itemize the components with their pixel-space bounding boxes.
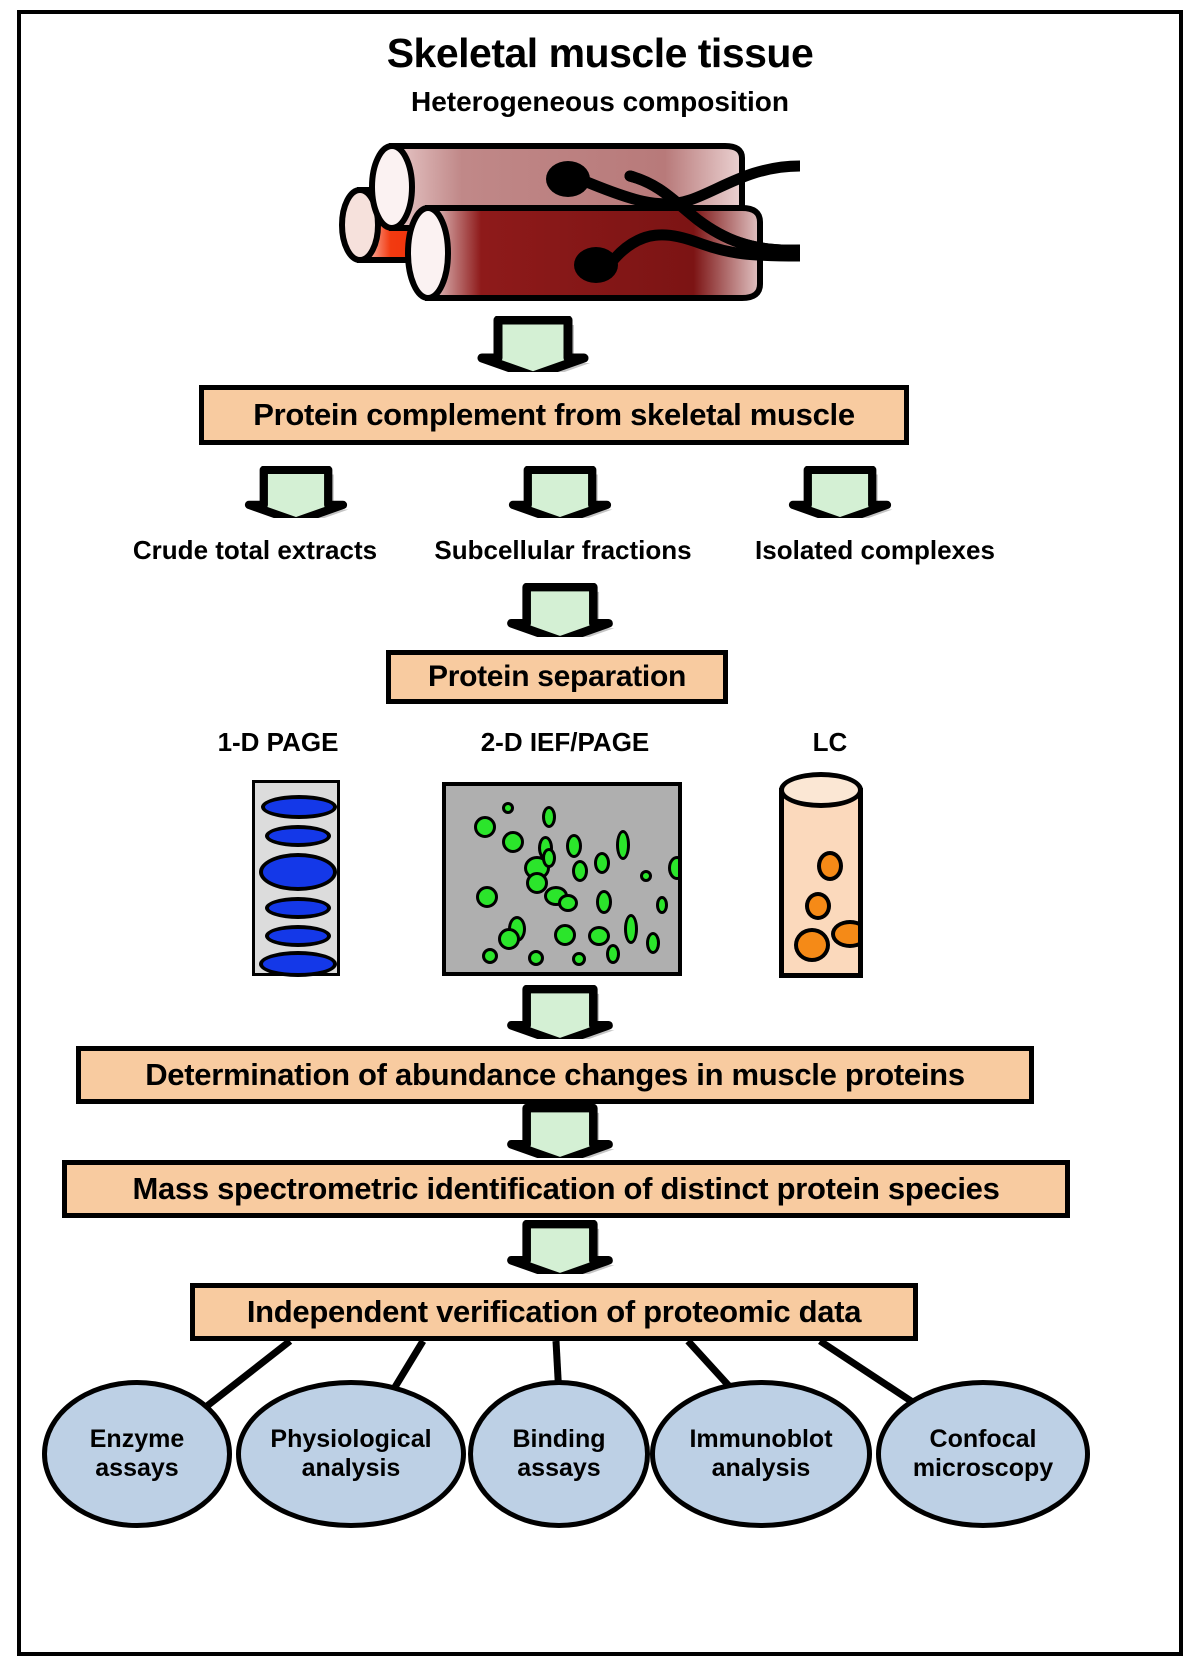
gel-spot (624, 914, 638, 944)
branch-label-crude-extracts: Crude total extracts (132, 535, 378, 565)
oval-immunoblot-analysis[interactable]: Immunoblot analysis (650, 1380, 872, 1528)
gel-band (259, 853, 337, 891)
gel-spot (558, 894, 578, 912)
gel-band (265, 897, 331, 919)
oval-physiological-analysis[interactable]: Physiological analysis (236, 1380, 466, 1528)
lc-analyte-spot (805, 892, 831, 920)
oval-line1: Immunoblot (689, 1424, 833, 1453)
arrow-to-crude-extracts (238, 466, 354, 518)
oval-line1: Enzyme (89, 1424, 185, 1453)
box-mass-spectrometric: Mass spectrometric identification of dis… (62, 1160, 1070, 1218)
arrow-to-verification (500, 1220, 620, 1274)
arrow-to-isolated-complexes (782, 466, 898, 518)
box-protein-separation: Protein separation (386, 650, 728, 704)
gel-band (261, 795, 337, 819)
arrow-muscle-to-complement (470, 316, 596, 372)
gel-spot (588, 926, 610, 946)
arrow-to-mass-spec (500, 1104, 620, 1158)
page-subtitle: Heterogeneous composition (410, 86, 790, 117)
gel-spot (594, 852, 610, 874)
gel-spot (498, 928, 520, 950)
gel-spot (474, 816, 496, 838)
box-protein-separation-label: Protein separation (428, 660, 686, 693)
gel-band (259, 951, 337, 977)
lc-column-rim (779, 772, 863, 808)
gel-spot (476, 886, 498, 908)
arrow-to-subcellular-fractions (502, 466, 618, 518)
oval-line1: Confocal (929, 1424, 1037, 1453)
gel-spot (542, 848, 556, 868)
gel-spot (668, 856, 678, 880)
oval-line2: microscopy (912, 1454, 1054, 1482)
box-abundance-changes-label: Determination of abundance changes in mu… (145, 1057, 965, 1092)
box-abundance-changes: Determination of abundance changes in mu… (76, 1046, 1034, 1104)
gel-spot (526, 872, 548, 894)
gel-spot (566, 834, 582, 858)
arrow-to-protein-separation (500, 583, 620, 637)
skeletal-muscle-illustration (330, 128, 806, 313)
oval-line2: assays (95, 1454, 179, 1482)
gel-spot (616, 830, 630, 860)
box-independent-verification-label: Independent verification of proteomic da… (246, 1294, 862, 1329)
gel-spot (502, 802, 514, 814)
oval-line2: analysis (301, 1454, 401, 1482)
gel-spot (572, 860, 588, 882)
gel-spot (606, 944, 620, 964)
gel-spot (640, 870, 652, 882)
box-protein-complement-label: Protein complement from skeletal muscle (253, 397, 855, 432)
oval-line1: Physiological (270, 1424, 432, 1453)
gel-spot (554, 924, 576, 946)
gel-spot (542, 806, 556, 828)
gel-spot (528, 950, 544, 966)
oval-enzyme-assays[interactable]: Enzyme assays (42, 1380, 232, 1528)
figure-border (17, 10, 1183, 1656)
gel-spot (656, 896, 668, 914)
lc-analyte-spot (817, 851, 843, 881)
gel-spot (596, 890, 612, 914)
gel-band (265, 925, 331, 947)
gel-lane-icon (252, 780, 340, 977)
technique-label-lc: LC (812, 727, 848, 757)
gel-spot (646, 932, 660, 954)
lc-analyte-spot (831, 920, 858, 948)
technique-label-2d-ief-page: 2-D IEF/PAGE (480, 727, 650, 757)
branch-label-subcellular-fractions: Subcellular fractions (434, 535, 692, 565)
gel-band (265, 825, 331, 847)
gel-slab-icon (442, 782, 682, 976)
box-independent-verification: Independent verification of proteomic da… (190, 1283, 918, 1341)
oval-binding-assays[interactable]: Binding assays (468, 1380, 650, 1528)
branch-label-isolated-complexes: Isolated complexes (755, 535, 995, 565)
oval-confocal-microscopy[interactable]: Confocal microscopy (876, 1380, 1090, 1528)
arrow-to-abundance (500, 985, 620, 1039)
box-protein-complement: Protein complement from skeletal muscle (199, 385, 909, 445)
gel-spot (572, 952, 586, 966)
box-mass-spectrometric-label: Mass spectrometric identification of dis… (132, 1171, 1000, 1206)
page-title: Skeletal muscle tissue (386, 30, 814, 76)
oval-line2: analysis (711, 1454, 811, 1482)
gel-spot (502, 831, 524, 853)
oval-line2: assays (517, 1454, 601, 1482)
lc-analyte-spot (794, 928, 830, 962)
gel-spot (482, 948, 498, 964)
oval-line1: Binding (512, 1424, 606, 1453)
technique-label-1d-page: 1-D PAGE (217, 727, 339, 757)
